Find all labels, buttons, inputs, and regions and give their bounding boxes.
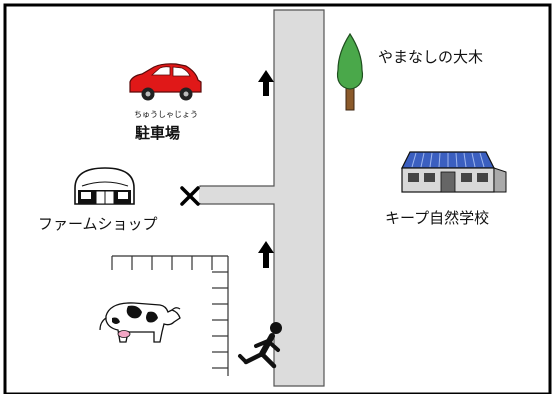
barn-icon [74, 167, 135, 205]
parking-label: 駐車場 [135, 124, 181, 142]
junction-x-mark [180, 186, 200, 206]
up-arrow-icon [258, 70, 274, 96]
school-label: キープ自然学校 [385, 209, 490, 227]
parking-ruby: ちゅうしゃじょう [134, 110, 198, 119]
tree-icon [336, 32, 364, 111]
car-icon [129, 63, 202, 101]
pasture-fence [111, 255, 229, 376]
tree-label: やまなしの大木 [378, 48, 484, 66]
side-road [199, 187, 275, 203]
up-arrow-icon [258, 241, 274, 268]
cow-icon [99, 302, 181, 343]
map-frame [3, 3, 552, 394]
farm-shop-label: ファームショップ [38, 215, 158, 233]
school-building-icon [401, 151, 507, 193]
walking-person-icon [238, 322, 282, 369]
